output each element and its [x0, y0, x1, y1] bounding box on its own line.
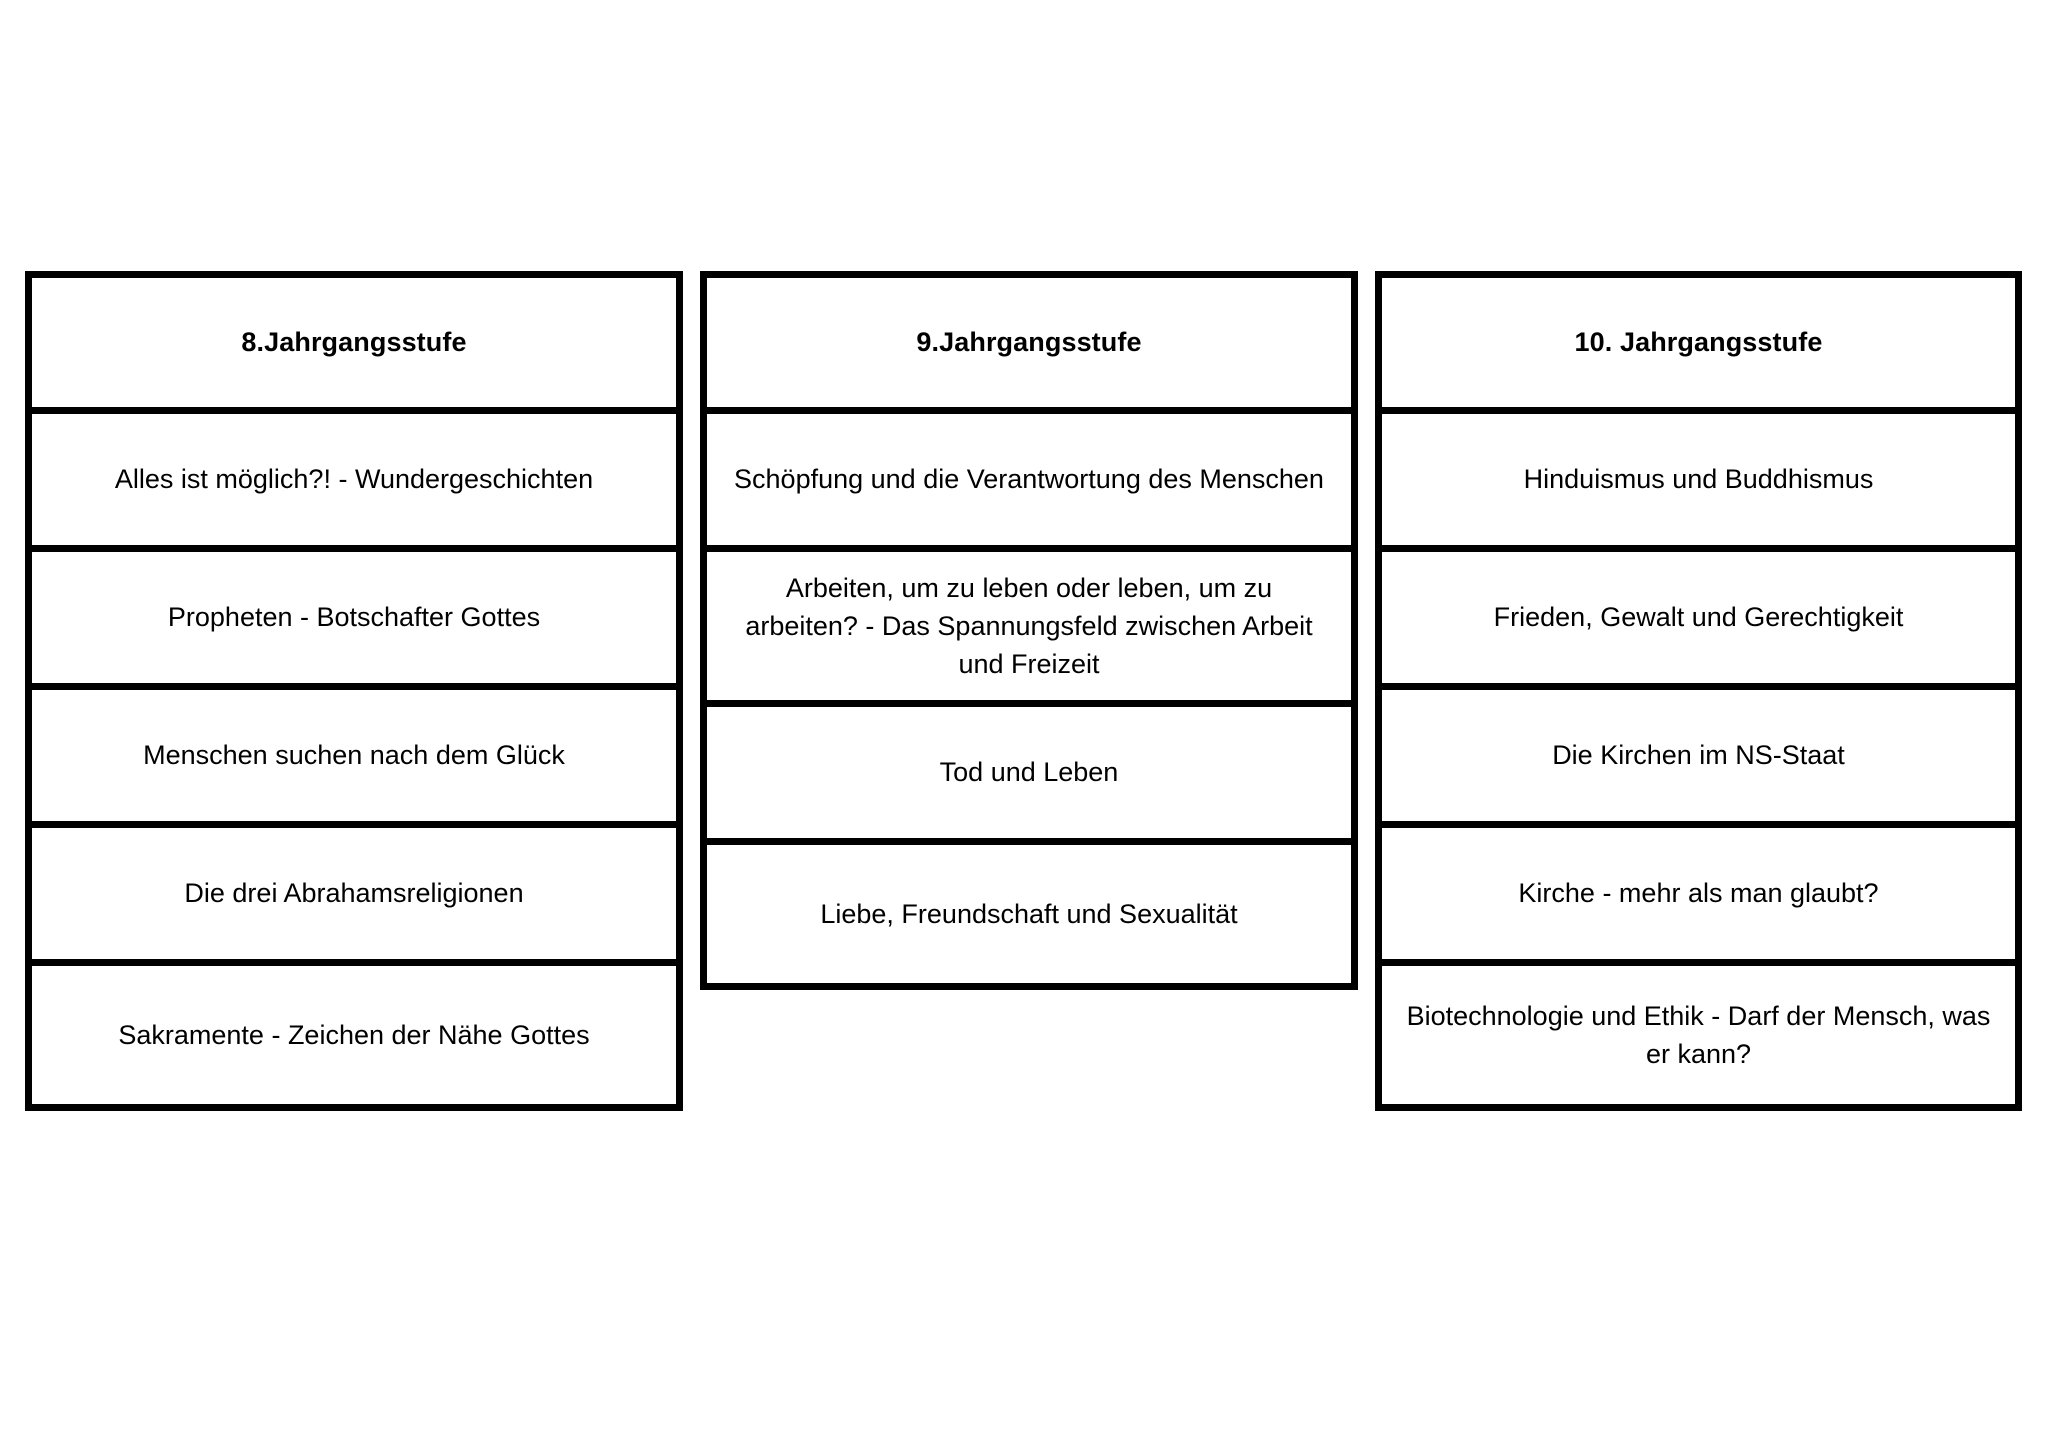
topic-label: Biotechnologie und Ethik - Darf der Mens… [1406, 1000, 1991, 1069]
topic-label: Schöpfung und die Verantwortung des Mens… [734, 464, 1324, 495]
topic-label: Die drei Abrahamsreligionen [184, 878, 524, 909]
grade-table-9: 9.Jahrgangsstufe Schöpfung und die Veran… [700, 271, 1358, 990]
grade-table-8-header: 8.Jahrgangsstufe [32, 278, 676, 414]
table-row: Arbeiten, um zu leben oder leben, um zu … [707, 552, 1351, 707]
topic-label: Kirche - mehr als man glaubt? [1518, 878, 1879, 909]
grade-table-10-header-label: 10. Jahrgangsstufe [1574, 326, 1823, 357]
table-row: Propheten - Botschafter Gottes [32, 552, 676, 690]
table-row: Schöpfung und die Verantwortung des Mens… [707, 414, 1351, 552]
topic-label: Tod und Leben [939, 757, 1119, 788]
table-row: Kirche - mehr als man glaubt? [1382, 828, 2015, 966]
grade-table-10: 10. Jahrgangsstufe Hinduismus und Buddhi… [1375, 271, 2022, 1111]
grade-table-9-header: 9.Jahrgangsstufe [707, 278, 1351, 414]
grade-table-8-header-label: 8.Jahrgangsstufe [241, 326, 467, 357]
grade-table-10-header: 10. Jahrgangsstufe [1382, 278, 2015, 414]
table-row: Sakramente - Zeichen der Nähe Gottes [32, 966, 676, 1104]
topic-label: Arbeiten, um zu leben oder leben, um zu … [745, 572, 1313, 680]
table-row: Die Kirchen im NS-Staat [1382, 690, 2015, 828]
topic-label: Frieden, Gewalt und Gerechtigkeit [1493, 602, 1904, 633]
topic-label: Menschen suchen nach dem Glück [143, 740, 565, 771]
grade-table-9-header-label: 9.Jahrgangsstufe [916, 326, 1142, 357]
topic-label: Sakramente - Zeichen der Nähe Gottes [118, 1019, 590, 1050]
table-row: Die drei Abrahamsreligionen [32, 828, 676, 966]
topic-label: Propheten - Botschafter Gottes [167, 602, 541, 633]
topic-label: Liebe, Freundschaft und Sexualität [820, 898, 1238, 929]
topic-label: Alles ist möglich?! - Wundergeschichten [114, 464, 594, 495]
topic-label: Die Kirchen im NS-Staat [1552, 740, 1845, 771]
grade-table-8: 8.Jahrgangsstufe Alles ist möglich?! - W… [25, 271, 683, 1111]
table-row: Liebe, Freundschaft und Sexualität [707, 845, 1351, 983]
topic-label: Hinduismus und Buddhismus [1523, 464, 1874, 495]
table-row: Biotechnologie und Ethik - Darf der Mens… [1382, 966, 2015, 1104]
table-row: Hinduismus und Buddhismus [1382, 414, 2015, 552]
table-row: Menschen suchen nach dem Glück [32, 690, 676, 828]
table-row: Frieden, Gewalt und Gerechtigkeit [1382, 552, 2015, 690]
table-row: Alles ist möglich?! - Wundergeschichten [32, 414, 676, 552]
table-row: Tod und Leben [707, 707, 1351, 845]
